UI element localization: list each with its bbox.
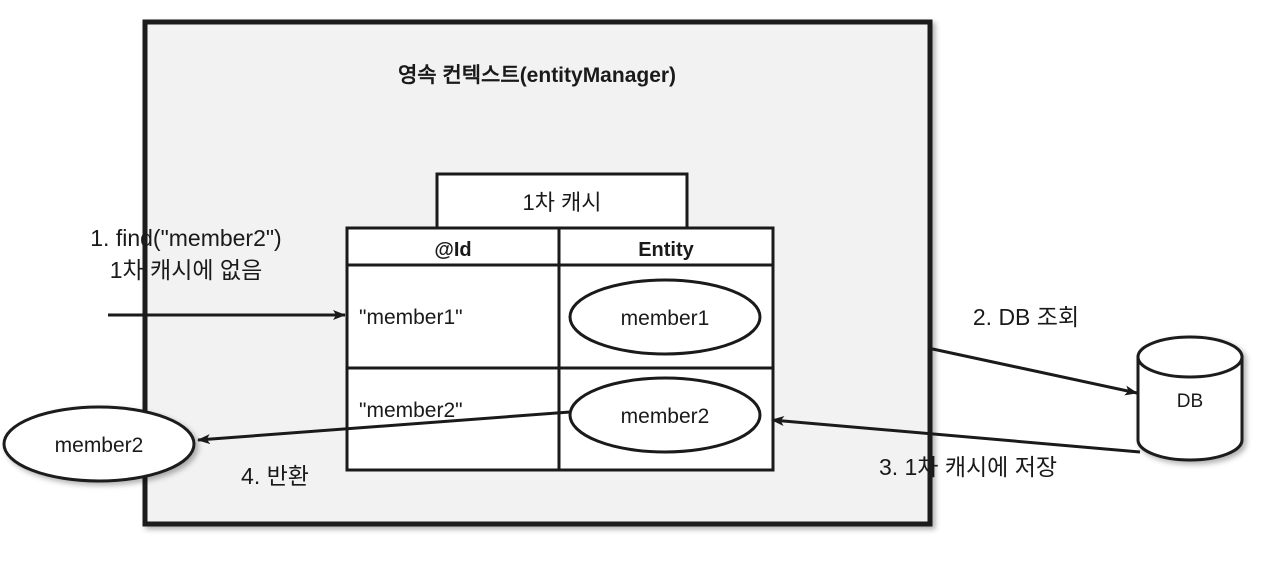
database-label: DB [1177,391,1203,412]
first-level-cache-table: @Id Entity "member1" member1 "member2" m… [345,226,775,472]
step-3-label: 3. 1차 캐시에 저장 [879,454,1057,480]
cache-row-1-entity-label: member1 [621,307,710,330]
returned-entity: member2 [2,405,196,483]
step-4-arrow [197,410,571,445]
database-body [1136,355,1244,462]
database-top-ellipse [1136,335,1244,379]
cache-row-2-entity-ellipse [568,376,762,454]
step-2-arrow [927,346,1138,396]
cache-row-1-entity-ellipse [568,278,762,356]
step-1-find: 1. find("member2") 1차 캐시에 없음 [90,225,346,320]
cache-row-2-id: "member2" [359,399,463,422]
step-4-label: 4. 반환 [241,463,309,489]
step-4-return: 4. 반환 [197,410,571,489]
first-level-cache-tab: 1차 캐시 [435,172,689,231]
cache-table-header-entity: Entity [638,239,694,261]
cache-table-header-id: @Id [434,239,471,261]
step-3-arrow [771,416,1141,454]
cache-tab-label: 1차 캐시 [522,190,601,215]
step-2-label: 2. DB 조회 [973,304,1079,330]
step-2-db-query: 2. DB 조회 [927,304,1138,396]
database-cylinder [1136,335,1244,462]
step-1-label-line2: 1차 캐시에 없음 [110,257,263,283]
returned-entity-label: member2 [55,434,144,457]
persistence-context-title: 영속 컨텍스트(entityManager) [398,64,676,87]
cache-row-1-id: "member1" [359,306,463,329]
cache-row-2-entity-label: member2 [621,405,710,428]
step-3-store-in-cache: 3. 1차 캐시에 저장 [771,416,1141,480]
step-1-label-line1: 1. find("member2") [90,225,281,251]
returned-entity-ellipse [2,405,196,483]
